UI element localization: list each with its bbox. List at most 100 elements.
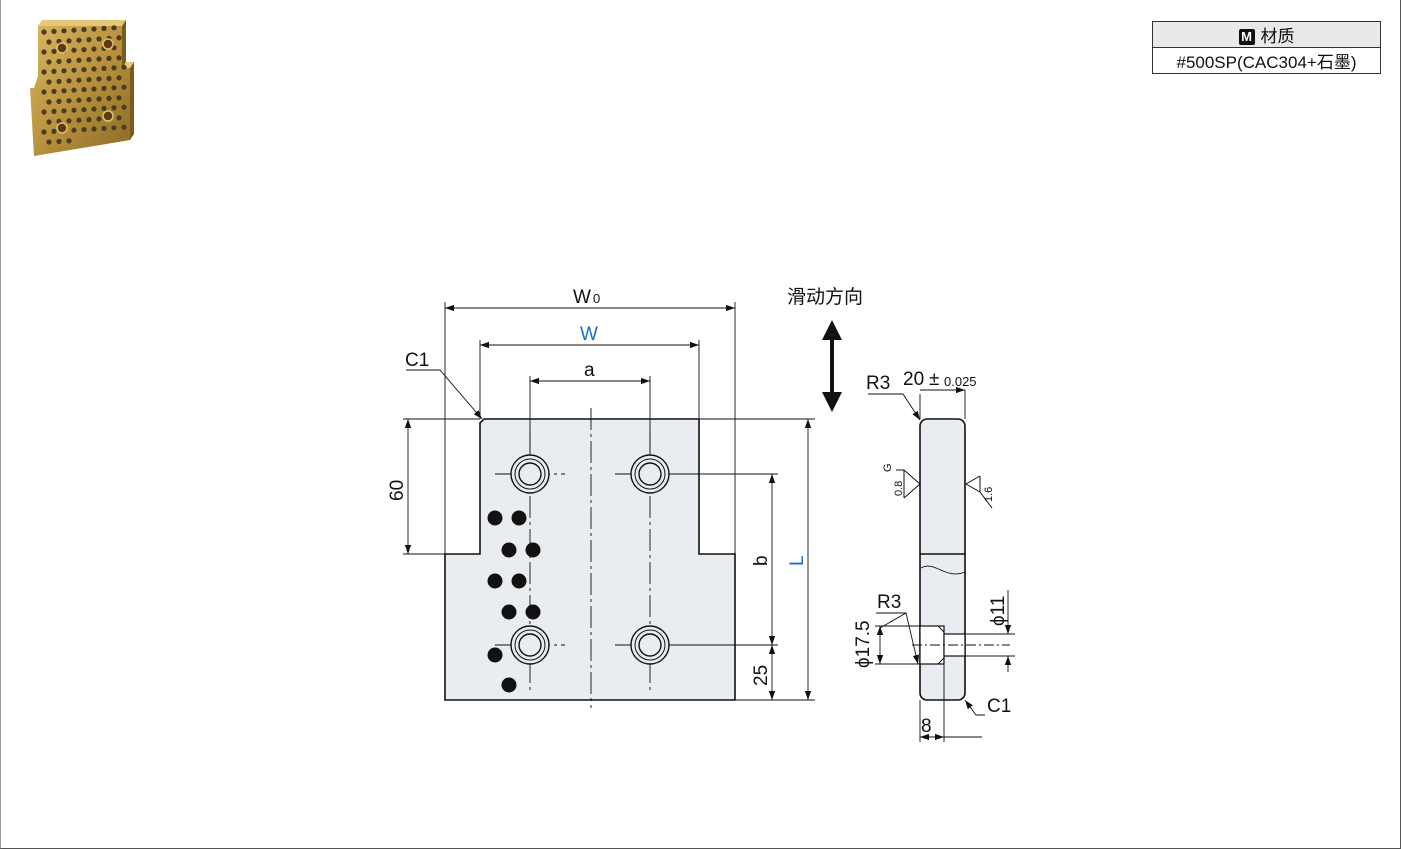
photo-graphite-dot (61, 68, 67, 74)
photo-graphite-dot (116, 35, 122, 41)
photo-graphite-dot (101, 65, 107, 71)
counterbore-hole-tl (510, 454, 550, 494)
photo-graphite-dot (56, 138, 62, 144)
dim-a-label: a (584, 360, 595, 381)
photo-graphite-dot (71, 107, 77, 113)
photo-graphite-dot (41, 129, 47, 135)
dim-w0-subscript: 0 (593, 291, 600, 306)
counterbore-hole-tr (630, 454, 670, 494)
photo-graphite-dot (111, 65, 117, 71)
roughness-left-value: 0.8 (893, 481, 905, 496)
photo-graphite-dot (76, 117, 82, 123)
photo-graphite-dot (76, 97, 82, 103)
roughness-right-value: 1.6 (983, 487, 995, 502)
photo-graphite-dot (116, 55, 122, 61)
photo-graphite-dot (51, 88, 57, 94)
photo-graphite-dot (106, 75, 112, 81)
photo-graphite-dot (46, 119, 52, 125)
photo-graphite-dot (66, 38, 72, 44)
photo-graphite-dot (86, 37, 92, 43)
slide-direction-label: 滑动方向 (787, 286, 863, 308)
photo-graphite-dot (46, 59, 52, 65)
material-value-row: #500SP(CAC304+石墨) (1152, 47, 1381, 74)
photo-graphite-dot (101, 25, 107, 31)
side-tolerance-sign: ± (929, 369, 939, 390)
photo-graphite-dot (101, 85, 107, 91)
side-view: R3 20 ± 0.025 G 0.8 1.6 R3 ϕ17.5 ϕ11 C1 … (853, 369, 1015, 742)
photo-graphite-dot (41, 69, 47, 75)
slide-direction: 滑动方向 (787, 286, 863, 412)
photo-graphite-dot (66, 98, 72, 104)
dim-w-label: W (580, 324, 598, 345)
photo-graphite-dot (71, 127, 77, 133)
photo-graphite-dot (81, 127, 87, 133)
side-counterbore-dia-label: ϕ17.5 (853, 620, 874, 668)
photo-graphite-dot (91, 106, 97, 112)
photo-graphite-dot (121, 64, 127, 70)
photo-graphite-dot (96, 96, 102, 102)
photo-graphite-dot (106, 95, 112, 101)
plate-outline (444, 418, 736, 701)
dim-w0-label: W (573, 287, 591, 308)
photo-graphite-dot (51, 108, 57, 114)
photo-graphite-dot (81, 107, 87, 113)
photo-graphite-dot (81, 47, 87, 53)
product-photo (30, 20, 134, 156)
photo-graphite-dot (121, 124, 127, 130)
photo-graphite-dot (51, 48, 57, 55)
photo-graphite-dot (86, 117, 92, 123)
counterbore-hole-bl (510, 625, 550, 665)
photo-graphite-dot (76, 37, 82, 43)
photo-graphite-dot (66, 58, 72, 64)
photo-graphite-dot (86, 57, 92, 63)
photo-graphite-dot (101, 125, 107, 131)
photo-graphite-dot (71, 27, 77, 33)
photo-graphite-dot (111, 85, 117, 91)
photo-graphite-dot (116, 115, 122, 121)
photo-graphite-dot (61, 108, 67, 114)
photo-graphite-dot (91, 126, 97, 132)
dim-b-label: b (751, 555, 772, 566)
photo-graphite-dot (96, 76, 102, 82)
photo-graphite-dot (66, 78, 72, 84)
extension-lines (403, 302, 815, 701)
photo-graphite-dot (46, 39, 52, 45)
photo-graphite-dot (81, 87, 87, 93)
side-r3-top-label: R3 (866, 373, 890, 394)
photo-graphite-dot (51, 28, 57, 34)
photo-graphite-dot (71, 47, 77, 53)
graphite-plugs (487, 510, 541, 693)
photo-graphite-dot (71, 87, 77, 93)
photo-graphite-dot (46, 139, 52, 145)
photo-graphite-dot (96, 36, 102, 42)
dimension-lines (404, 304, 812, 700)
side-counterbore (912, 625, 1010, 665)
photo-graphite-dot (76, 77, 82, 83)
photo-graphite-dot (96, 116, 102, 122)
photo-graphite-dot (51, 128, 57, 134)
photo-graphite-dot (41, 49, 47, 55)
photo-graphite-dot (41, 29, 47, 35)
photo-graphite-dot (111, 105, 117, 111)
photo-graphite-dot (111, 125, 117, 131)
front-view: W 0 W a C1 60 b 25 L (387, 287, 815, 708)
chamfer-c1-label: C1 (405, 350, 429, 371)
roughness-symbol-right-icon (964, 475, 993, 509)
material-value: #500SP(CAC304+石墨) (1152, 47, 1381, 74)
photo-graphite-dot (61, 88, 67, 94)
photo-graphite-dot (56, 78, 62, 84)
side-c1-label: C1 (987, 696, 1011, 717)
photo-graphite-dot (76, 57, 82, 63)
photo-graphite-dot (81, 27, 87, 33)
roughness-symbol-left-icon (896, 469, 921, 499)
photo-graphite-dot (46, 99, 52, 105)
photo-graphite-dot (111, 25, 117, 31)
photo-graphite-dot (41, 109, 47, 115)
side-depth-label: 8 (921, 716, 932, 737)
dim-60-label: 60 (387, 480, 408, 501)
material-badge-icon: M (1238, 29, 1255, 45)
photo-graphite-dot (91, 26, 97, 32)
photo-graphite-dot (46, 79, 52, 85)
